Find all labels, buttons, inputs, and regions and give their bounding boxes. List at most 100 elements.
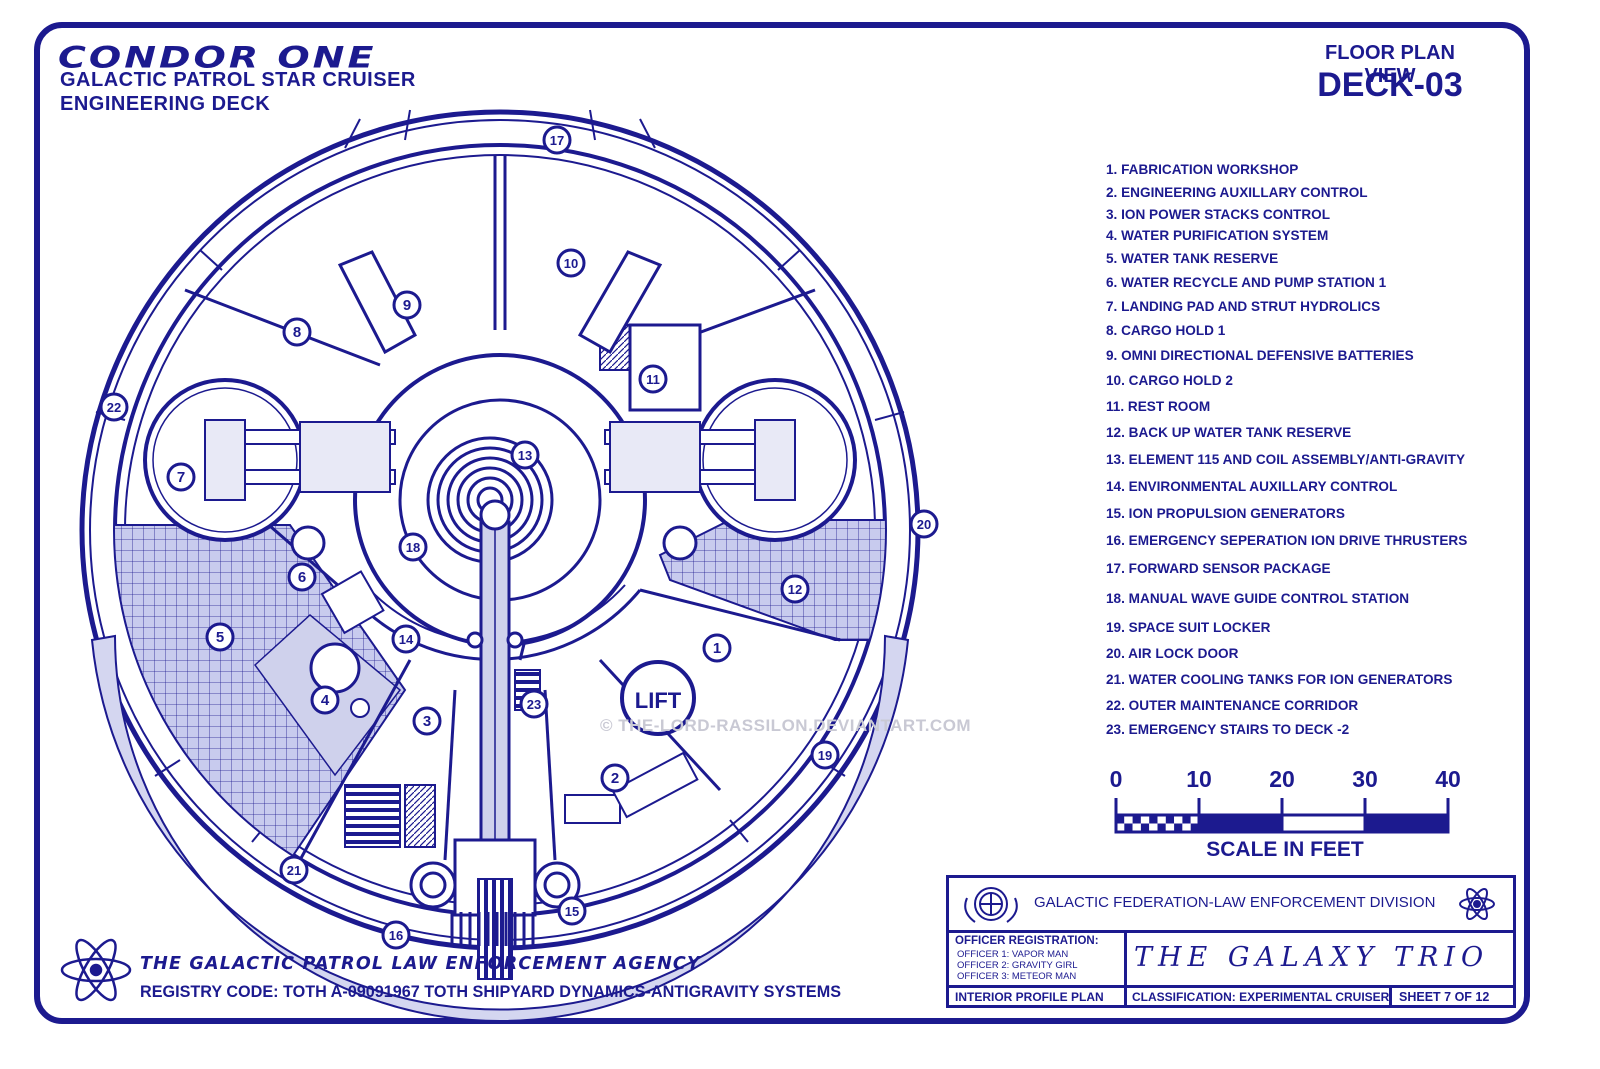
room-marker-circle	[780, 574, 810, 604]
officer-3: OFFICER 3: METEOR MAN	[957, 971, 1077, 982]
scale-checker-cell	[1165, 823, 1175, 832]
room-marker-circle	[381, 920, 411, 950]
scale-tick-label: 20	[1269, 766, 1295, 792]
room-marker-label: 20	[917, 517, 931, 532]
scale-segment	[1199, 815, 1282, 832]
room-marker-circle	[542, 125, 572, 155]
room-marker-circle	[279, 855, 309, 885]
room-marker-circle	[556, 248, 586, 278]
scale-checker-cell	[1190, 823, 1199, 832]
lift-label: LIFT	[635, 688, 682, 713]
room-marker-circle	[310, 685, 340, 715]
ship-name: CONDOR ONE	[58, 40, 377, 75]
room-marker-circle	[166, 462, 196, 492]
scale-checker-cell	[1182, 815, 1191, 824]
scale-tick-label: 30	[1352, 766, 1378, 792]
purification-tank	[309, 642, 361, 694]
room-marker-circle	[398, 532, 428, 562]
scale-checker-cell	[1124, 823, 1133, 832]
wave-guide-column	[466, 499, 524, 879]
view-label: FLOOR PLAN VIEW	[1325, 42, 1455, 87]
scale-checker-cell	[1174, 815, 1183, 824]
room-marker-circle	[810, 740, 840, 770]
plan-type: INTERIOR PROFILE PLAN	[955, 990, 1104, 1004]
scale-segment	[1282, 815, 1365, 832]
room-marker-label: 6	[298, 569, 306, 586]
scale-segment	[1365, 815, 1448, 832]
room-marker-label: 19	[818, 748, 832, 763]
scale-checker-cell	[1140, 815, 1150, 824]
thruster-fins	[450, 912, 535, 946]
room-marker-label: 22	[107, 400, 121, 415]
room-marker-label: 13	[518, 448, 532, 463]
lift-shaft[interactable]	[620, 660, 696, 736]
deck-number: DECK-03	[1317, 66, 1463, 104]
scale-checker-cell	[1140, 823, 1150, 832]
agency-name: THE GALACTIC PATROL LAW ENFORCEMENT AGEN…	[140, 954, 701, 974]
title-block: GALACTIC FEDERATION-LAW ENFORCEMENT DIVI…	[946, 875, 1516, 1008]
scale-checker-cell	[1174, 823, 1183, 832]
room-marker-label: 7	[177, 469, 185, 486]
purification-tank-small	[350, 698, 370, 718]
scale-checker-cell	[1149, 823, 1158, 832]
officer-2: OFFICER 2: GRAVITY GIRL	[957, 960, 1078, 971]
officer-1: OFFICER 1: VAPOR MAN	[957, 949, 1069, 960]
classification: CLASSIFICATION: EXPERIMENTAL CRUISER	[1132, 990, 1390, 1004]
scale-checker-cell	[1132, 815, 1141, 824]
room-marker-label: 8	[293, 324, 301, 341]
room-marker-circle	[519, 689, 549, 719]
room-marker-circle	[909, 509, 939, 539]
room-marker-circle	[391, 624, 421, 654]
room-marker-label: 9	[403, 297, 411, 314]
stair-block-left	[344, 784, 401, 848]
sheet-border	[34, 22, 1530, 1024]
signature: THE GALAXY TRIO	[1134, 942, 1490, 973]
scale-checker-cell	[1149, 815, 1158, 824]
room-marker-circle	[205, 622, 235, 652]
room-marker-label: 1	[713, 640, 721, 657]
legend-item: 21. WATER COOLING TANKS FOR ION GENERATO…	[1106, 672, 1453, 687]
legend-item: 2. ENGINEERING AUXILLARY CONTROL	[1106, 185, 1368, 200]
room-marker-label: 2	[611, 770, 619, 787]
scale-checker-cell	[1157, 823, 1166, 832]
scale-checker-cell	[1157, 815, 1166, 824]
room-marker-label: 16	[389, 928, 403, 943]
legend-item: 12. BACK UP WATER TANK RESERVE	[1106, 425, 1352, 440]
room-marker-label: 4	[321, 692, 330, 709]
room-marker-label: 3	[423, 713, 431, 730]
scale-checker-cell	[1116, 823, 1125, 832]
scale-bar	[1114, 798, 1450, 834]
room-marker-circle	[600, 763, 630, 793]
legend-item: 11. REST ROOM	[1106, 399, 1211, 414]
room-marker-label: 17	[550, 133, 564, 148]
legend-item: 1. FABRICATION WORKSHOP	[1106, 162, 1299, 177]
federation-seal-icon	[964, 887, 1018, 923]
engineering-console	[564, 794, 621, 824]
scale-label: SCALE IN FEET	[1206, 838, 1364, 861]
legend-item: 4. WATER PURIFICATION SYSTEM	[1106, 228, 1329, 243]
legend-item: 16. EMERGENCY SEPERATION ION DRIVE THRUS…	[1106, 533, 1468, 548]
registry-code: REGISTRY CODE: TOTH A-09091967 TOTH SHIP…	[140, 983, 841, 1001]
room-marker-label: 10	[564, 256, 578, 271]
legend-item: 17. FORWARD SENSOR PACKAGE	[1106, 561, 1331, 576]
legend-item: 20. AIR LOCK DOOR	[1106, 646, 1239, 661]
room-marker-label: 11	[646, 372, 660, 387]
legend-item: 8. CARGO HOLD 1	[1106, 323, 1226, 338]
scale-checker-cell	[1190, 815, 1199, 824]
room-marker-circle	[287, 562, 317, 592]
division-name: GALACTIC FEDERATION-LAW ENFORCEMENT DIVI…	[1034, 894, 1436, 911]
title-block-emblems	[964, 887, 1495, 923]
room-marker-circle	[99, 392, 129, 422]
legend-item: 19. SPACE SUIT LOCKER	[1106, 620, 1271, 635]
room-marker-circle	[702, 633, 732, 663]
lower-corridor-shading	[90, 634, 910, 1022]
pump-station-left	[290, 525, 326, 561]
room-marker-circle	[412, 706, 442, 736]
room-marker-label: 21	[287, 863, 301, 878]
battery-turrets	[337, 250, 702, 412]
legend-item: 3. ION POWER STACKS CONTROL	[1106, 207, 1331, 222]
legend-item: 5. WATER TANK RESERVE	[1106, 251, 1279, 266]
officer-heading: OFFICER REGISTRATION:	[955, 935, 1099, 947]
